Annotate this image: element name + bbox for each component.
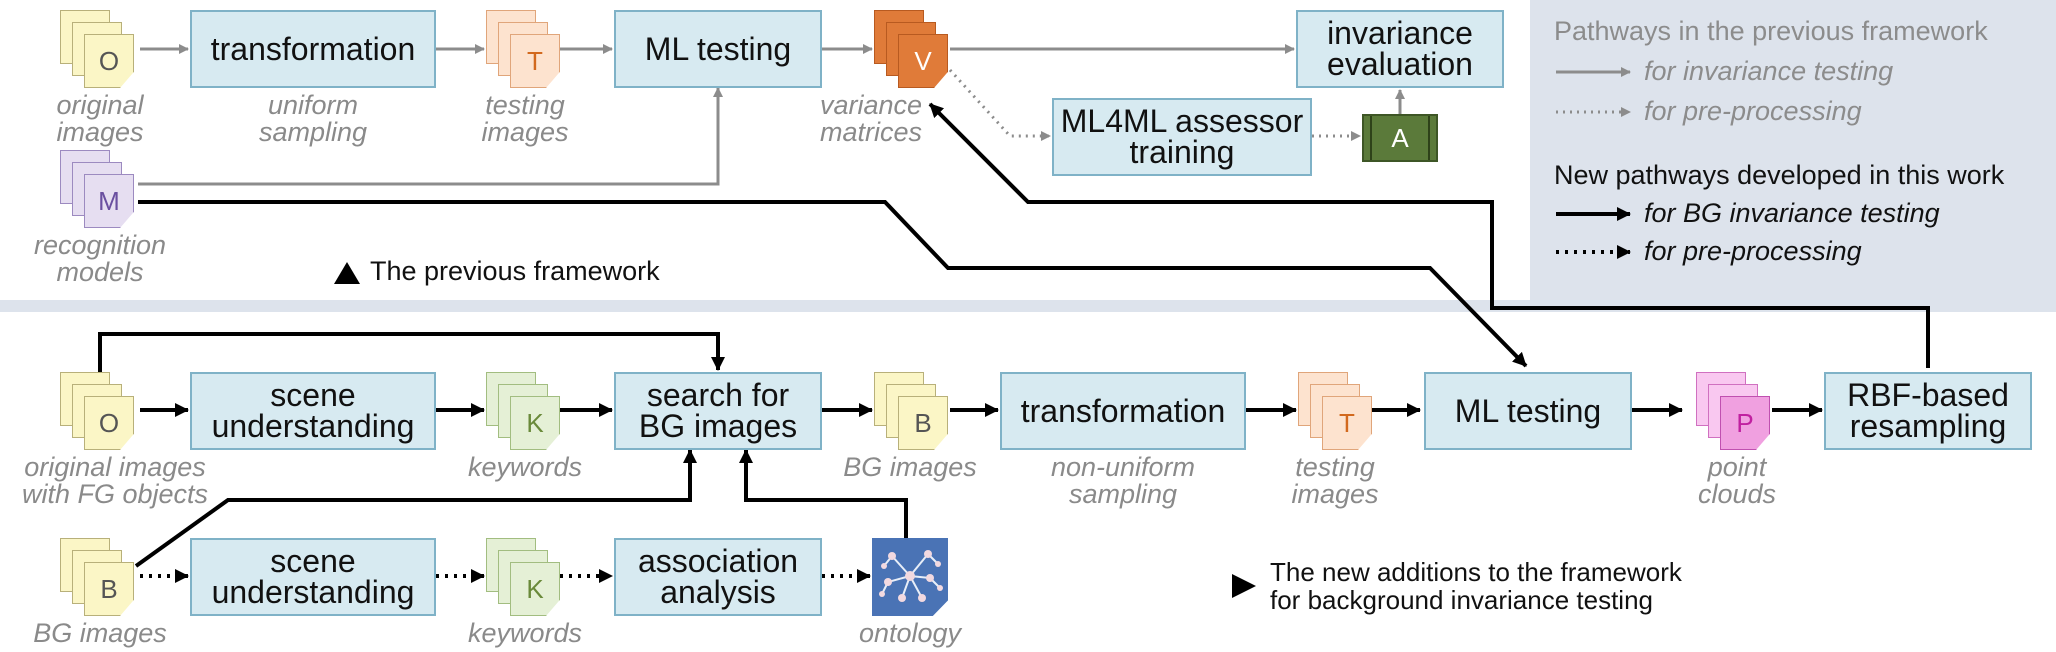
legend-panel — [1530, 0, 2056, 312]
legend-new-dotted-label: for pre-processing — [1644, 236, 1862, 266]
legend-new-solid-label: for BG invariance testing — [1644, 198, 1940, 228]
legend-prev-solid-label: for invariance testing — [1644, 56, 1894, 86]
original-fg-images-stack: O — [60, 372, 140, 460]
label-keywords-1: keywords — [467, 452, 583, 482]
caption-previous-framework: The previous framework — [370, 256, 660, 286]
caption-new-additions: The new additions to the framework for b… — [1270, 557, 1682, 615]
arrow-original-to-search-top — [98, 332, 725, 374]
ontology-icon — [872, 538, 948, 616]
label-bg-images-2: BG images — [33, 618, 167, 648]
testing-images-stack-bottom: T — [1298, 372, 1378, 460]
label-bg-images: BG images — [843, 452, 977, 482]
network-graph-icon — [879, 550, 943, 602]
testing-images-stack-top: T — [486, 10, 566, 98]
variance-matrices-stack: V — [874, 10, 954, 98]
recognition-models-stack: M — [60, 150, 140, 238]
arrow-variance-to-assessor — [948, 68, 1051, 141]
box-transformation-top: transformation — [190, 10, 436, 88]
arrow-models-to-new-ml — [138, 200, 1528, 368]
assessor-icon: A — [1362, 114, 1438, 162]
point-clouds-stack: P — [1696, 372, 1776, 460]
arrow-models-to-ml — [138, 87, 723, 186]
bg-images-stack-2: B — [60, 538, 140, 626]
label-ontology: ontology — [858, 618, 962, 648]
box-ml-testing-top: ML testing — [614, 10, 822, 88]
keywords-stack-1: K — [486, 372, 566, 460]
caption-triangle-up — [334, 262, 360, 284]
arrow-ontology-to-search — [739, 449, 908, 566]
legend-title-new: New pathways developed in this work — [1554, 160, 2005, 190]
keywords-stack-2: K — [486, 538, 566, 626]
legend-title-previous: Pathways in the previous framework — [1554, 16, 1988, 46]
box-ml-testing-bottom: ML testing — [1424, 372, 1632, 450]
legend-prev-dotted-label: for pre-processing — [1644, 96, 1862, 126]
arrow-rbf-to-variance — [928, 102, 1930, 368]
bg-images-stack: B — [874, 372, 954, 460]
original-images-stack: O — [60, 10, 140, 98]
label-keywords-2: keywords — [467, 618, 583, 648]
arrow-bg2-to-search — [134, 449, 697, 568]
caption-triangle-right — [1232, 574, 1256, 598]
box-transformation-bottom: transformation — [1000, 372, 1246, 450]
